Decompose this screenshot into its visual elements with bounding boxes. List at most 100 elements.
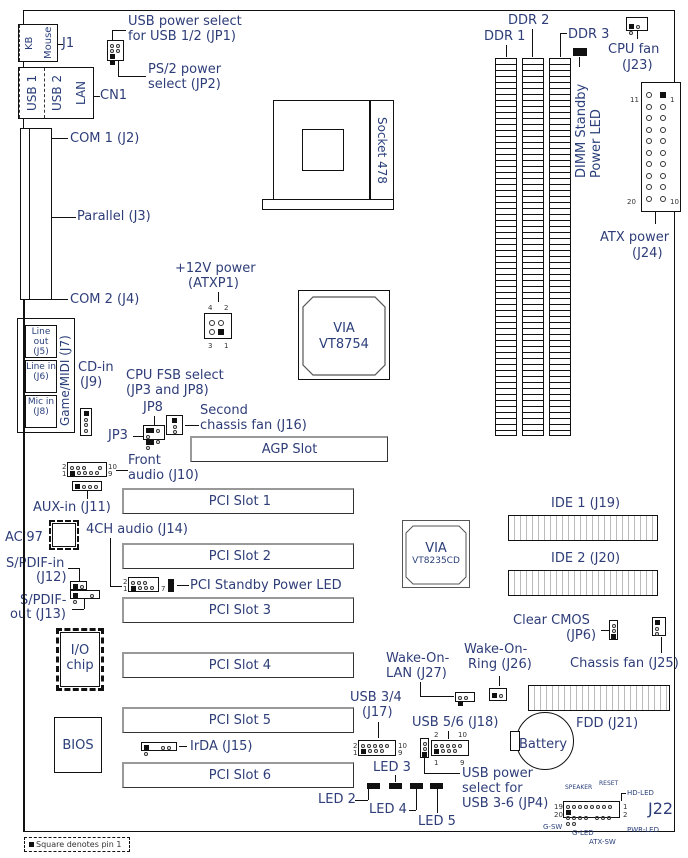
usb-lan-port: USB 1 USB 2 LAN: [18, 67, 94, 119]
second-fan-label-2: chassis fan (J16): [200, 418, 307, 433]
wol-label-2: LAN (J27): [386, 666, 447, 681]
leader-line: [378, 722, 379, 738]
fsb-label-1: CPU FSB select: [126, 368, 224, 383]
atx-pin: [646, 149, 652, 156]
atx-pin-10: 10: [670, 198, 679, 206]
leader-line: [499, 676, 500, 686]
spdif-out-connector[interactable]: [70, 590, 100, 604]
atx-power-label-1: ATX power: [600, 230, 670, 245]
g-led-label: G-LED: [572, 829, 594, 837]
ide2-connector[interactable]: [508, 570, 658, 596]
chassis-fan-connector[interactable]: [652, 617, 666, 636]
pci-slot-5[interactable]: PCI Slot 5: [122, 707, 354, 733]
j22-front-panel-header[interactable]: [563, 801, 620, 826]
pci-slot-2[interactable]: PCI Slot 2: [122, 543, 354, 569]
clear-cmos-jumper[interactable]: [609, 620, 618, 640]
pci-slot-3[interactable]: PCI Slot 3: [122, 597, 354, 623]
ddr1-slot[interactable]: [495, 58, 517, 436]
atx-pin: [646, 92, 652, 98]
line-out-label: Line out (J5): [31, 327, 51, 357]
front-audio-label-1: Front: [128, 453, 161, 468]
4ch-audio-connector[interactable]: [128, 577, 159, 592]
cpu-socket: [273, 100, 370, 200]
jp4-jumper[interactable]: [420, 738, 429, 758]
agp-label: AGP Slot: [261, 442, 318, 457]
fdd-connector[interactable]: [528, 685, 670, 711]
pci-slot-4[interactable]: PCI Slot 4: [122, 652, 354, 678]
aux-in-connector[interactable]: [72, 481, 102, 491]
pin1-legend: Square denotes pin 1: [24, 837, 130, 852]
jp1-label-1: USB power select: [128, 14, 242, 29]
usb34-header[interactable]: [358, 740, 396, 756]
mic-in-jack: Mic in (J8): [25, 395, 57, 428]
usb2-label: USB 2: [44, 68, 69, 118]
northbridge-chip: VIA VT8754: [298, 290, 390, 380]
pci-standby-led: [168, 579, 174, 592]
lan-label: LAN: [74, 80, 88, 106]
ddr3-slot[interactable]: [549, 58, 571, 436]
atx-pin: [660, 172, 666, 179]
jp8-label: JP8: [143, 400, 163, 415]
leader-line: [420, 696, 454, 697]
second-chassis-fan-connector[interactable]: [166, 415, 183, 435]
atx-pin: [660, 161, 666, 167]
leader-line: [185, 425, 199, 426]
ide2-label: IDE 2 (J20): [551, 551, 621, 566]
atx-pin: [646, 195, 652, 202]
pci-slot-1[interactable]: PCI Slot 1: [122, 488, 354, 514]
atx-pin: [660, 103, 666, 110]
leader-line: [58, 44, 63, 45]
leader-line: [94, 96, 100, 97]
atxp1-pin-4: 4: [208, 304, 213, 312]
clear-cmos-label-2: (JP6): [566, 628, 597, 643]
atx-pin: [646, 161, 652, 167]
irda-connector[interactable]: [141, 742, 177, 756]
usb56-header[interactable]: [431, 740, 469, 756]
chip-outline: [405, 525, 467, 585]
j22-pin-2: 2: [623, 811, 628, 819]
atx-power-connector[interactable]: [641, 82, 681, 212]
jp2-label-1: PS/2 power: [148, 62, 222, 77]
leader-line: [154, 416, 155, 425]
spdif-out-label-2: out (J13): [10, 607, 66, 622]
pci-slot-6-label: PCI Slot 6: [208, 768, 271, 783]
wol-connector[interactable]: [455, 692, 475, 706]
atx-pin: [646, 126, 652, 133]
usb1-label: USB 1: [19, 68, 44, 118]
wor-label-1: Wake-On-: [464, 642, 528, 657]
ddr2-slot[interactable]: [522, 58, 544, 436]
wor-connector[interactable]: [489, 688, 507, 701]
j22-pin-19: 19: [554, 803, 563, 811]
mic-in-label: Mic in (J8): [27, 397, 55, 417]
cd-in-connector[interactable]: [80, 408, 92, 436]
cpu-fan-connector[interactable]: [626, 17, 648, 35]
leader-line: [601, 630, 609, 631]
jp3-jp8-jumper[interactable]: [143, 425, 165, 450]
leader-line: [52, 217, 76, 218]
chip-outline: [302, 296, 386, 376]
atx-pin: [660, 138, 666, 144]
spdif-in-connector[interactable]: [70, 581, 87, 590]
led5: [430, 783, 443, 789]
cpu-socket-inner: [302, 129, 344, 171]
led4: [410, 783, 423, 789]
leader-line: [560, 33, 561, 57]
usb34-label-1: USB 3/4: [350, 690, 402, 705]
leader-line: [579, 57, 580, 67]
aux-in-label: AUX-in (J11): [33, 500, 111, 515]
cd-in-label-2: (J9): [80, 375, 103, 390]
fsb-label-2: (JP3 and JP8): [126, 383, 209, 398]
line-in-label: Line in (J6): [26, 362, 56, 382]
atxp1-connector[interactable]: [204, 313, 232, 339]
j22-label: J22: [648, 799, 674, 818]
leader-line: [424, 758, 425, 773]
line-out-jack: Line out (J5): [25, 325, 57, 358]
front-audio-connector[interactable]: [67, 462, 107, 477]
ide1-connector[interactable]: [508, 515, 658, 541]
jp1-jp2-jumper[interactable]: [107, 40, 124, 65]
pci-slot-6[interactable]: PCI Slot 6: [122, 762, 354, 788]
wol-label-1: Wake-On-: [386, 651, 450, 666]
4ch-pin-7: 7: [161, 585, 166, 593]
northbridge-label-1: VIA: [333, 321, 355, 336]
agp-slot[interactable]: AGP Slot: [190, 436, 388, 462]
